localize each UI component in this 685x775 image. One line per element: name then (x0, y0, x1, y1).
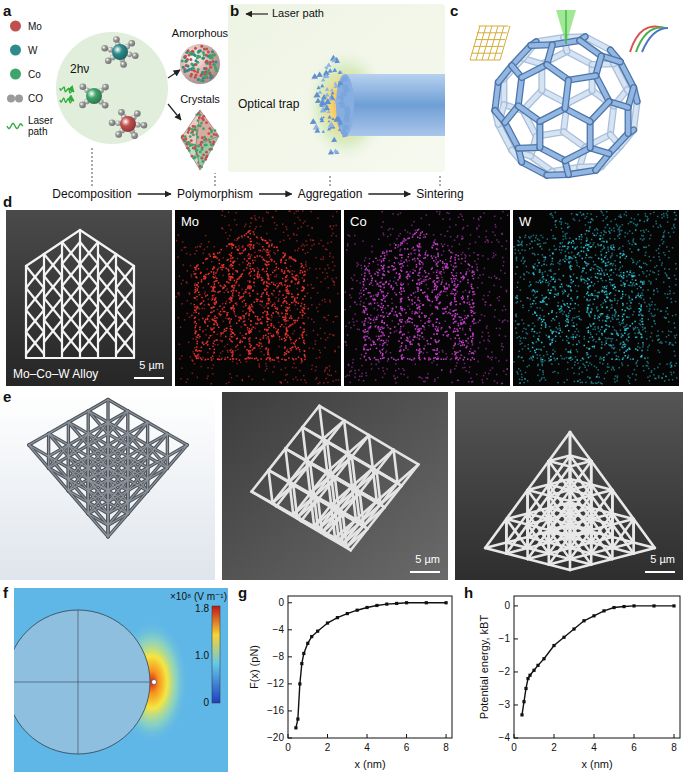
figure-stage: 2hνLaser pathOptical trapDecompositionPo… (0, 0, 685, 775)
